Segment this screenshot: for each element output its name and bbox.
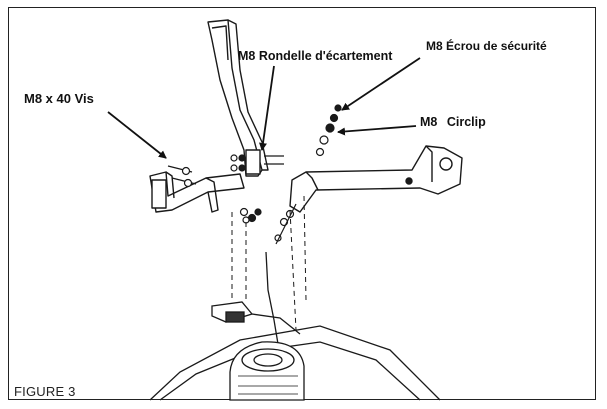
circlip-callout: M8 Circlip <box>420 116 486 129</box>
callout-arrows <box>107 57 421 159</box>
spacer-size: M8 <box>238 49 256 63</box>
lock-nut-callout: M8 Écrou de sécurité <box>426 40 547 52</box>
control-cable <box>265 251 279 345</box>
spacer-callout: M8 Rondelle d'écartement <box>238 50 392 63</box>
figure-label: FIGURE 3 <box>14 384 76 399</box>
circlip-size: M8 <box>420 115 438 129</box>
fastener-hardware <box>167 104 342 245</box>
lock-nut-size: M8 <box>426 39 443 53</box>
bolt-part: Vis <box>74 91 94 106</box>
bolt-callout: M8 x 40 Vis <box>24 92 94 105</box>
left-arm-part <box>149 171 245 213</box>
alignment-guide-lines <box>231 195 307 331</box>
lock-nut-part: Écrou de sécurité <box>446 39 547 53</box>
spacer-part: Rondelle d'écartement <box>258 49 393 63</box>
upright-handle-part <box>207 19 269 177</box>
right-arm-part <box>289 145 463 213</box>
circlip-part: Circlip <box>446 115 486 129</box>
bolt-size: M8 x 40 <box>24 91 71 106</box>
motor-deck-part <box>149 325 441 401</box>
switch-box-part <box>211 301 301 335</box>
